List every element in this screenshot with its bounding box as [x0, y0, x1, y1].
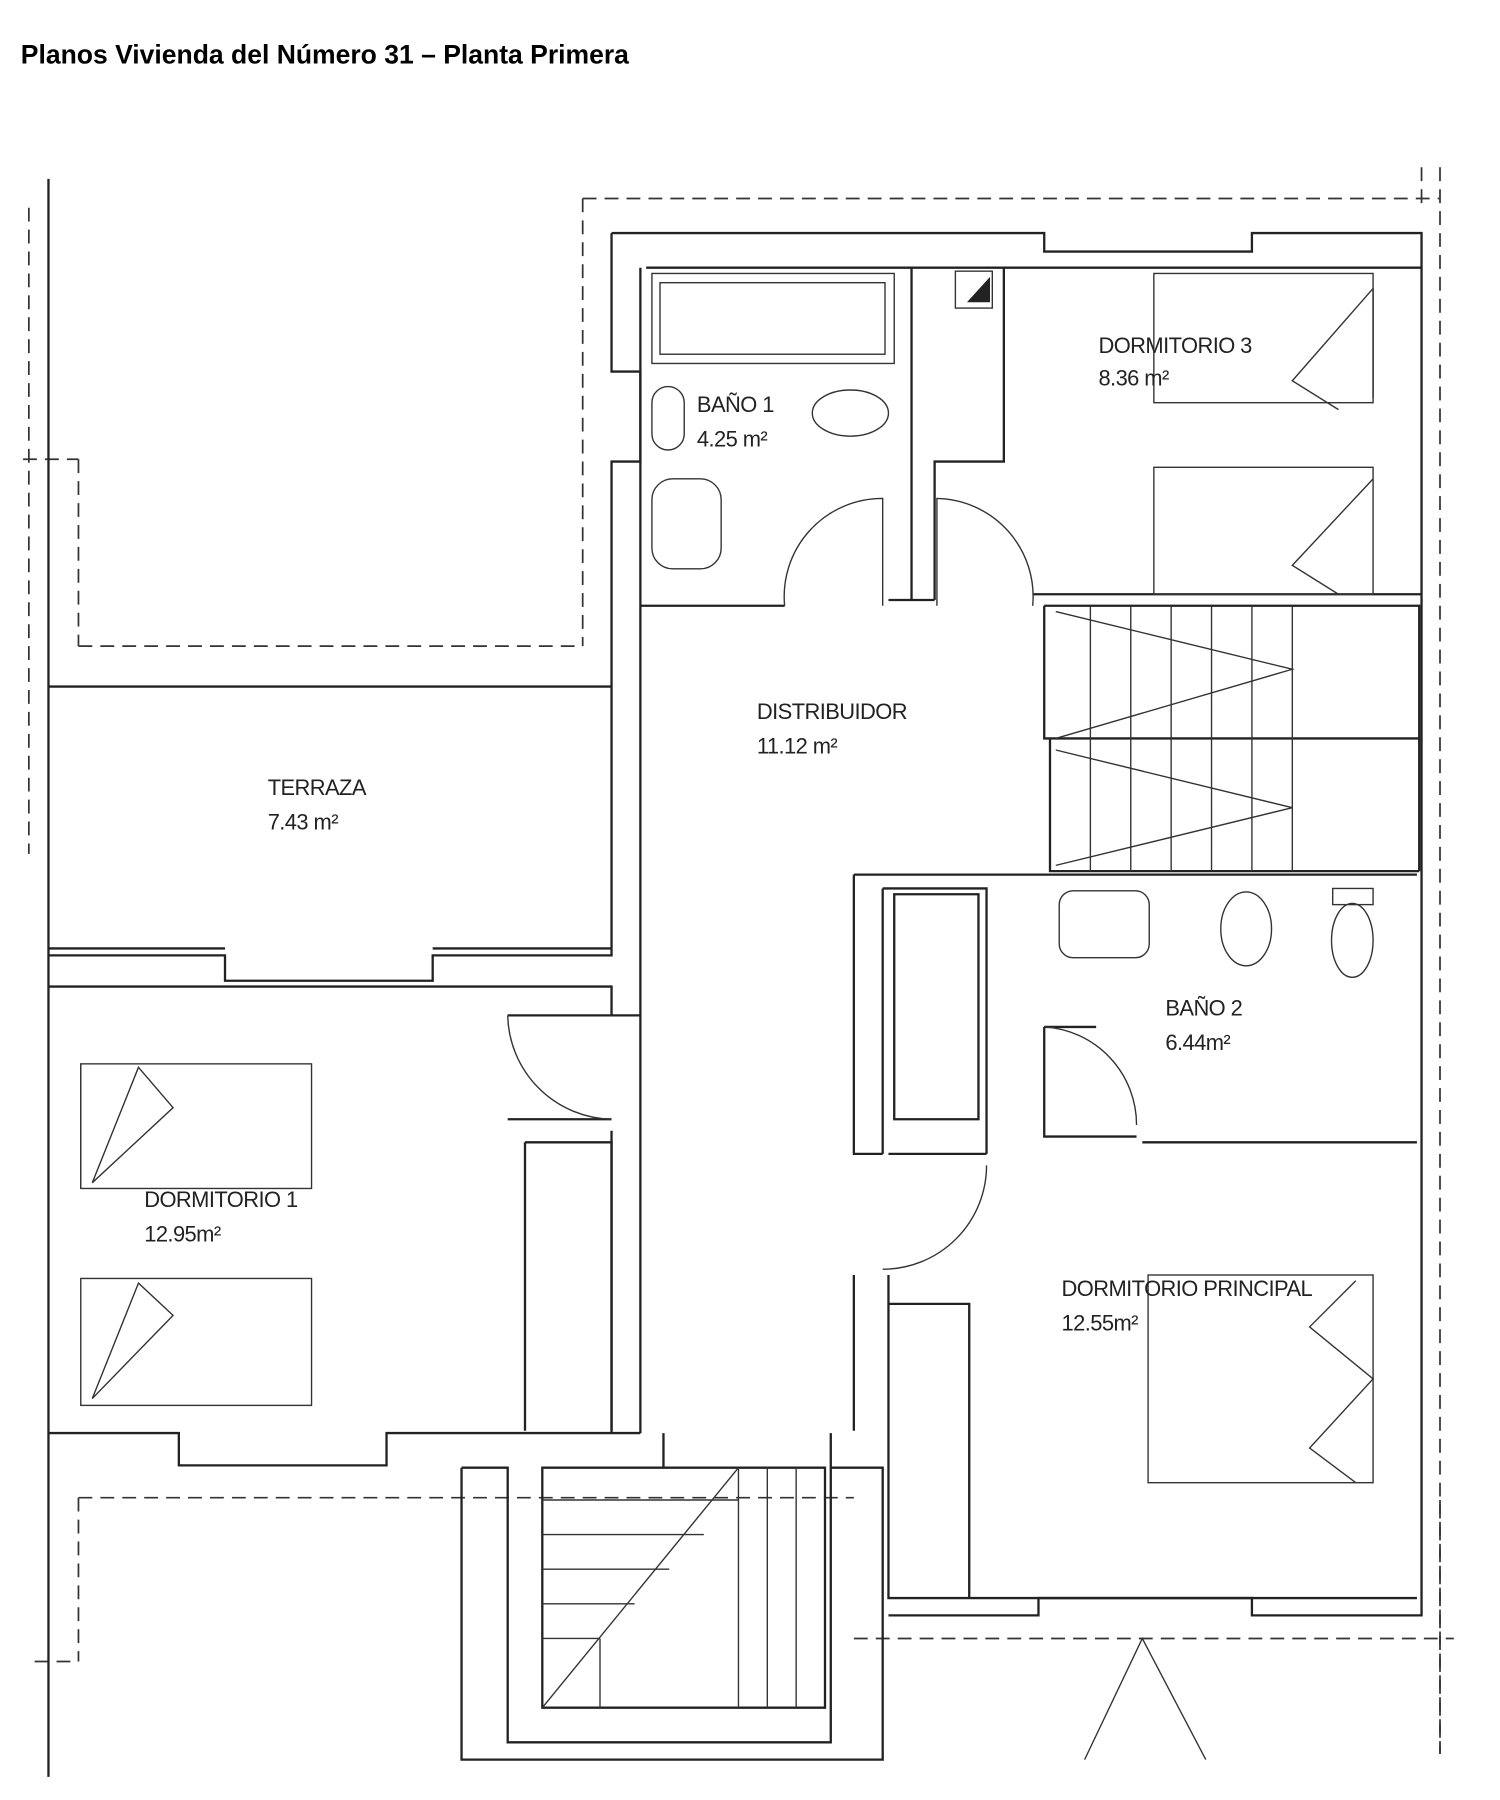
room-area: 11.12 m²: [757, 733, 837, 758]
room-area: 12.55m²: [1062, 1310, 1139, 1335]
room-area: 12.95m²: [144, 1222, 221, 1247]
doors: [507, 497, 1138, 1270]
toilet-2: [1330, 902, 1374, 978]
room-area: 6.44m²: [1165, 1030, 1230, 1055]
dashed-outlines: [23, 167, 1454, 1754]
room-area: 8.36 m²: [1098, 365, 1169, 390]
room-name: DISTRIBUIDOR: [757, 699, 907, 724]
shaft: [954, 270, 993, 309]
room-area: 7.43 m²: [268, 810, 339, 835]
room-name: DORMITORIO 3: [1098, 333, 1252, 358]
room-name: DORMITORIO 1: [144, 1187, 298, 1212]
room-name: TERRAZA: [268, 775, 367, 800]
room-name: BAÑO 2: [1165, 995, 1242, 1020]
bidet-2: [1220, 891, 1273, 967]
bottom-stair: [460, 1433, 1207, 1761]
room-labels: BAÑO 1 4.25 m² DORMITORIO 3 8.36 m² DIST…: [144, 333, 1313, 1335]
plan-title: Planos Vivienda del Número 31 – Planta P…: [21, 39, 629, 69]
beds: [80, 272, 1375, 1484]
fixtures: [80, 270, 1375, 1484]
sink-2: [1058, 890, 1150, 959]
room-name: DORMITORIO PRINCIPAL: [1062, 1276, 1313, 1301]
toilet-1: [651, 385, 685, 451]
bidet-1: [811, 389, 890, 437]
room-name: BAÑO 1: [697, 392, 774, 417]
right-stair: [1055, 605, 1295, 872]
bathtub-1: [651, 272, 895, 365]
room-area: 4.25 m²: [697, 427, 768, 452]
sink-1: [651, 478, 722, 570]
walls: [47, 178, 1423, 1777]
